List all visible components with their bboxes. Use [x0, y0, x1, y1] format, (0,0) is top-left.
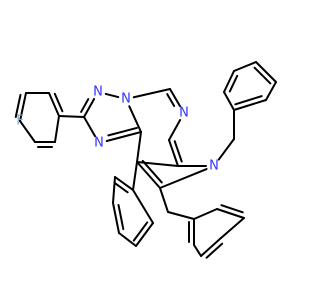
bond-s5-s6: [220, 204, 244, 214]
bond-r5-r6: [135, 222, 154, 247]
atom-n-pyrimidine: N: [179, 106, 189, 121]
bond-c6-c5: [168, 139, 179, 167]
bond-ntop-nbr: [104, 92, 120, 99]
bond-c6-c5: [173, 140, 183, 163]
bond-ch-npy: [169, 88, 181, 108]
atom-labels: N N N N N F: [16, 85, 219, 174]
bond-c3-c9: [136, 131, 142, 163]
molecule-structure: N N N N N F: [14, 61, 277, 259]
bond-c4-c3: [141, 159, 163, 184]
bond-c2-n3: [83, 116, 97, 138]
atom-fluorine: F: [16, 114, 23, 129]
bond-p1d-p1e: [19, 120, 36, 143]
bond-p1a-p1b: [53, 92, 64, 113]
bond-s6-s1: [193, 208, 218, 220]
bond-s2-s3: [193, 244, 202, 257]
bond-r6-r1: [132, 189, 154, 224]
bond-r3-r4: [117, 203, 125, 231]
bond-c2-ntop: [83, 97, 96, 118]
bond-npr-cbz: [217, 138, 235, 161]
bond-s3-s4: [205, 242, 224, 259]
bond-c2-p1a: [58, 115, 85, 118]
bond-r1-r2: [113, 181, 129, 194]
bond-c9-nbr: [128, 105, 142, 133]
bond-nbr-ch: [132, 88, 171, 99]
bonds: [14, 61, 277, 259]
bond-q1-q2: [223, 91, 235, 111]
bond-q2-q3: [223, 70, 235, 93]
atom-n-triazole-bridge: N: [121, 92, 131, 107]
bond-p1c-p1d: [14, 93, 22, 119]
bond-p1f-p1a: [54, 115, 60, 143]
bond-c2-ntop: [80, 98, 90, 113]
atom-n-triazole-top: N: [93, 85, 103, 100]
bond-n3-c9: [107, 126, 138, 137]
bond-r3-r4: [112, 202, 120, 234]
bond-n3-c9: [105, 131, 142, 142]
bond-q4-q5: [255, 61, 277, 83]
bond-r2-r3: [112, 176, 116, 204]
bond-p1c-p1d: [19, 92, 27, 122]
bond-npy-c6: [168, 118, 182, 141]
bond-r5-r6: [132, 221, 149, 242]
bond-c8-s1: [167, 211, 195, 220]
bond-q6-q1: [233, 99, 267, 111]
bond-q4-q5: [253, 66, 272, 85]
atom-n-pyrrole: N: [209, 159, 219, 174]
bond-c4-c8: [159, 187, 169, 213]
bond-s5-s6: [216, 208, 245, 219]
bond-s4-s5: [220, 217, 245, 239]
bond-s3-s4: [200, 237, 222, 257]
bond-c4-c3: [136, 161, 161, 189]
bond-q2-q3: [228, 74, 239, 93]
bond-npr-c4: [159, 168, 208, 189]
bond-q6-q1: [234, 95, 263, 106]
bond-c3-r1: [132, 161, 138, 191]
bond-r4-r5: [118, 232, 137, 247]
bond-q5-q6: [265, 81, 277, 101]
bond-p1a-p1b: [48, 92, 60, 117]
bond-r1-r2: [114, 176, 134, 191]
bond-q3-q4: [233, 61, 257, 72]
bond-ch-npy: [166, 93, 176, 108]
atom-n-triazole-left: N: [94, 136, 104, 151]
